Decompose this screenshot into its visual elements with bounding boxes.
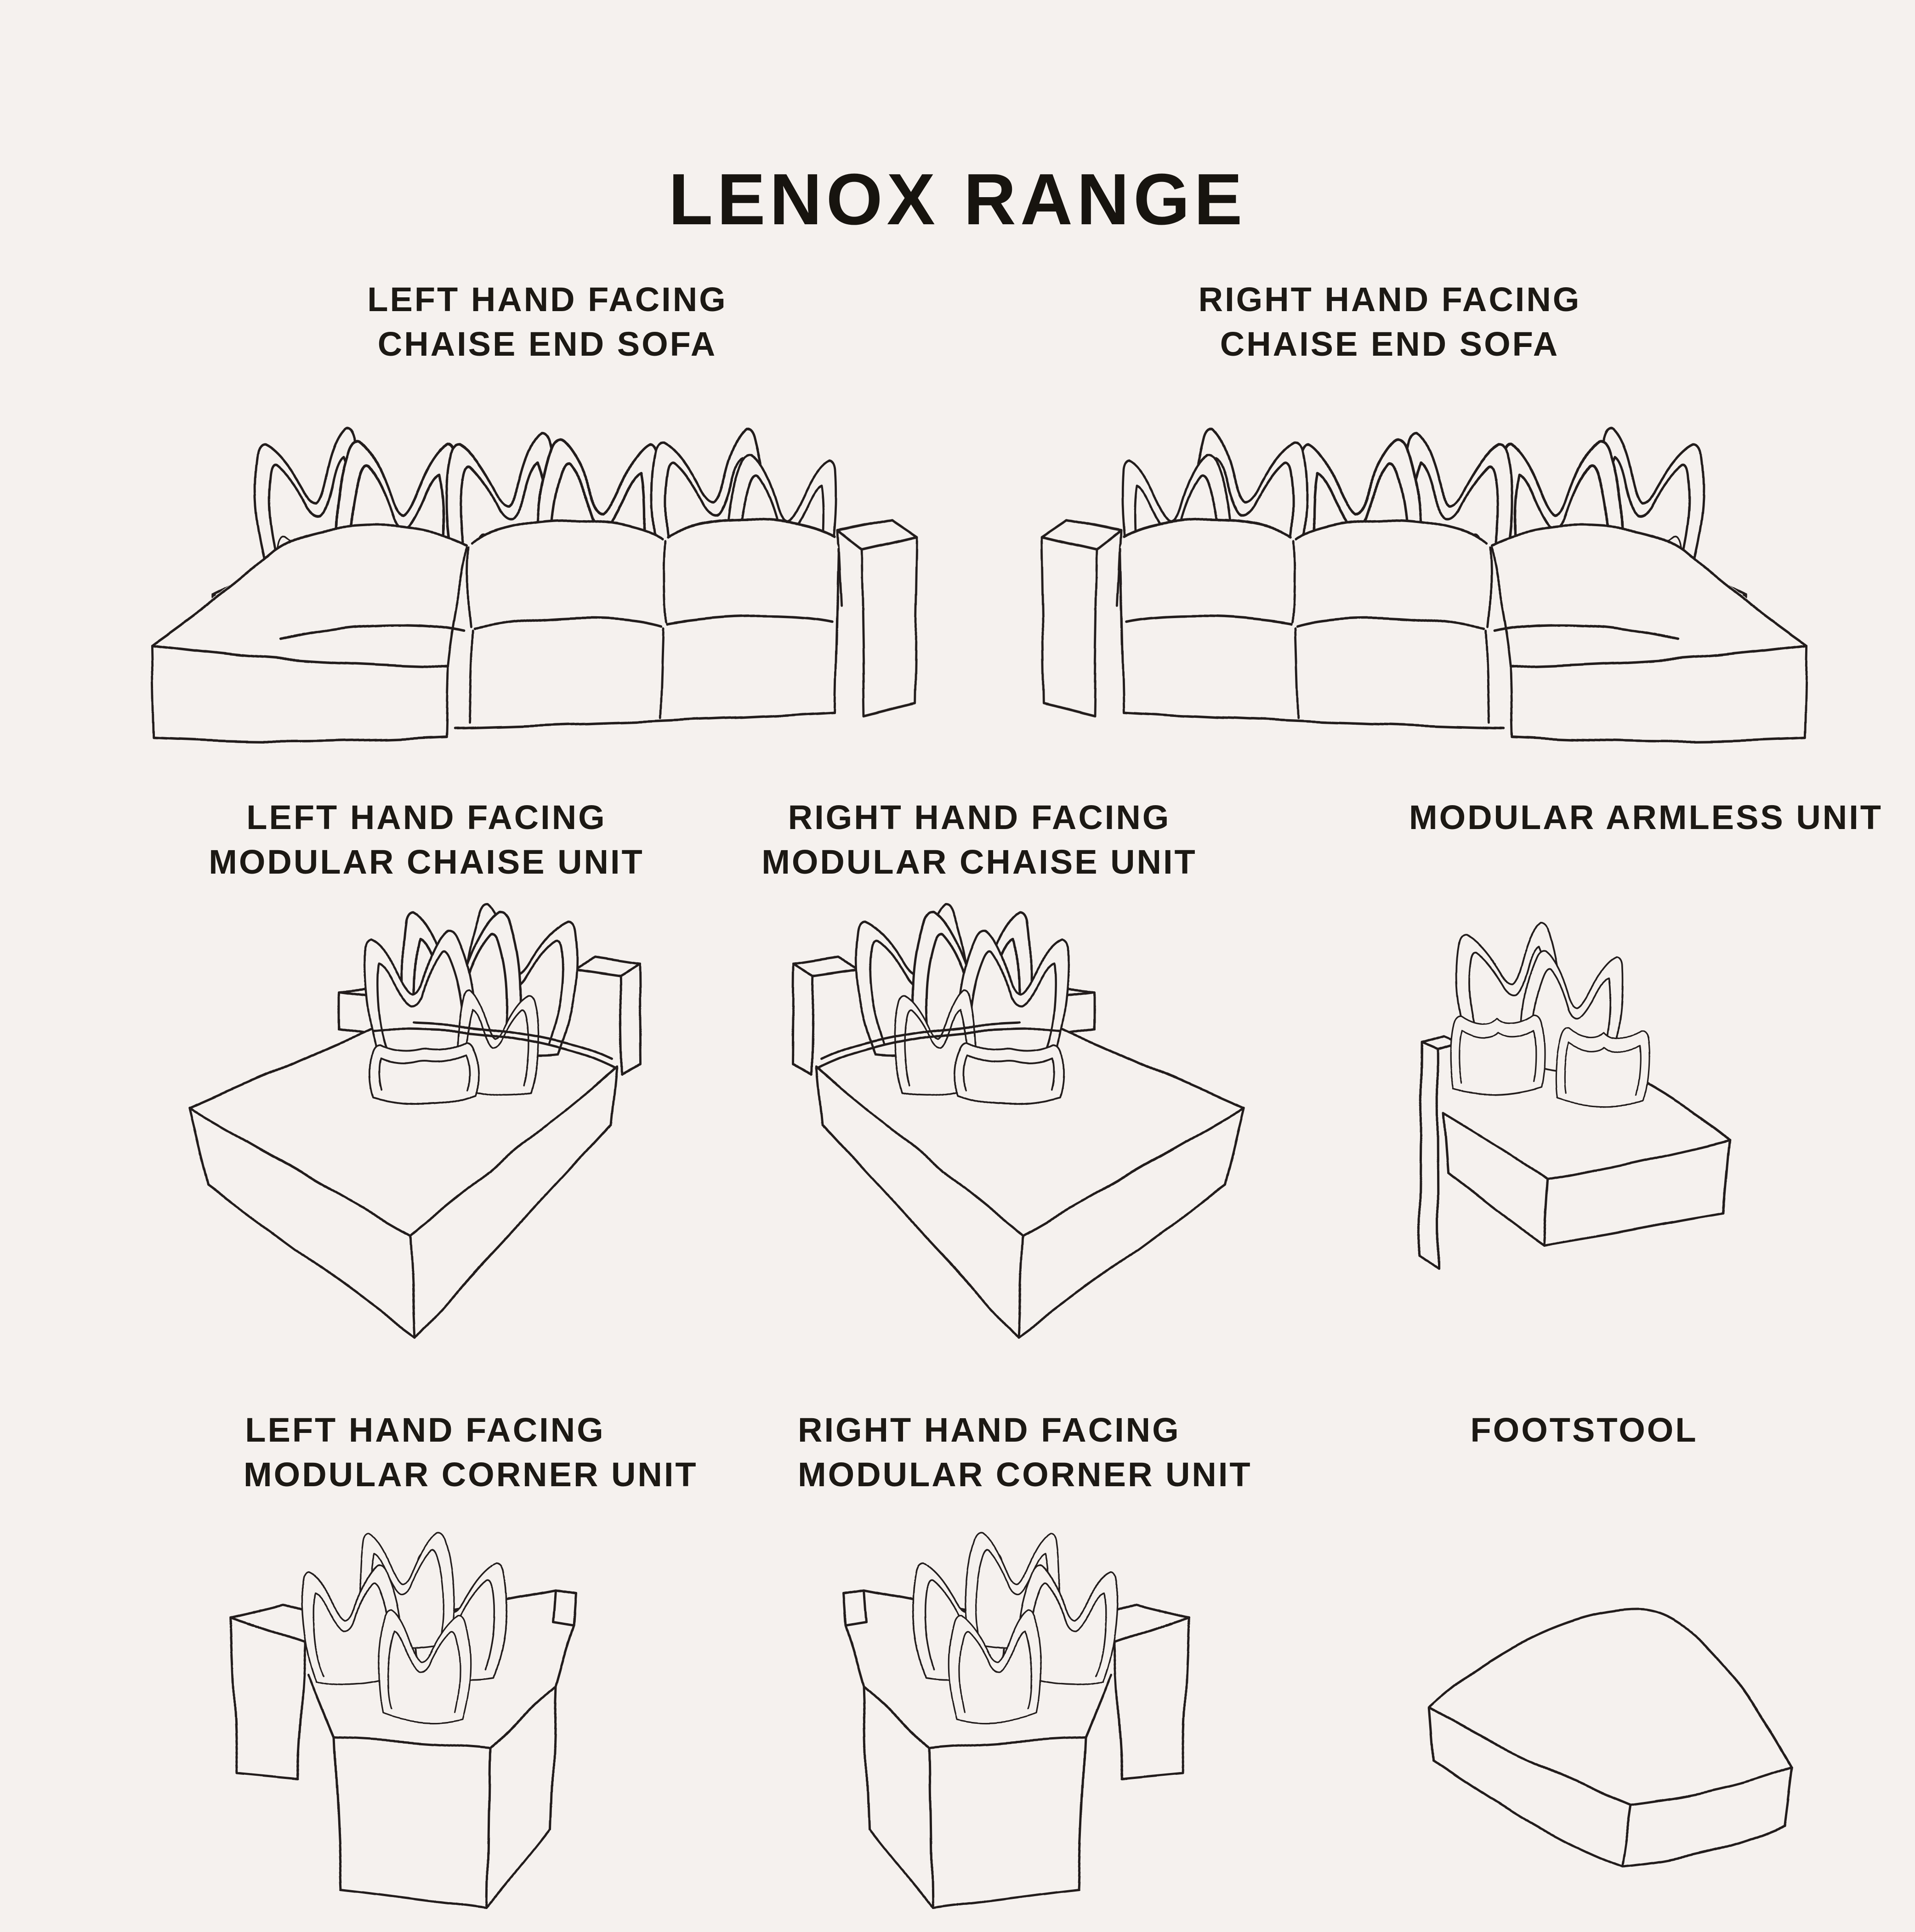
modular-chaise-unit-right-illustration [767, 883, 1291, 1343]
product-label-line2: MODULAR CORNER UNIT [798, 1455, 1252, 1494]
modular-corner-unit-right-illustration [755, 1505, 1261, 1930]
product-label-line2: CHAISE END SOFA [377, 324, 717, 363]
product-label: RIGHT HAND FACING MODULAR CORNER UNIT [798, 1408, 1252, 1497]
product-label: FOOTSTOOL [1403, 1408, 1766, 1453]
product-modular-corner-unit-left: LEFT HAND FACING MODULAR CORNER UNIT [244, 1408, 698, 1932]
footstool-illustration [1424, 1575, 1837, 1872]
product-label-line2: MODULAR CHAISE UNIT [209, 842, 644, 881]
product-footstool: FOOTSTOOL [1403, 1408, 1766, 1868]
product-label-line2: MODULAR CHAISE UNIT [761, 842, 1197, 881]
page-title: LENOX RANGE [668, 159, 1247, 240]
product-label-line1: FOOTSTOOL [1470, 1411, 1698, 1449]
modular-chaise-unit-left-illustration [142, 883, 666, 1343]
product-label-line1: MODULAR ARMLESS UNIT [1409, 798, 1883, 836]
modular-armless-unit-illustration [1373, 880, 1858, 1299]
product-label-line1: RIGHT HAND FACING [1198, 280, 1581, 318]
product-label-line1: LEFT HAND FACING [246, 798, 607, 836]
product-modular-corner-unit-right: RIGHT HAND FACING MODULAR CORNER UNIT [798, 1408, 1252, 1932]
product-label: LEFT HAND FACING MODULAR CHAISE UNIT [165, 796, 688, 885]
product-label: RIGHT HAND FACING MODULAR CHAISE UNIT [717, 796, 1241, 885]
chaise-end-sofa-right-illustration [1023, 381, 1822, 785]
product-label-line1: RIGHT HAND FACING [798, 1411, 1181, 1449]
product-modular-chaise-unit-right: RIGHT HAND FACING MODULAR CHAISE UNIT [717, 796, 1241, 1356]
product-label-line1: RIGHT HAND FACING [788, 798, 1171, 836]
product-modular-chaise-unit-left: LEFT HAND FACING MODULAR CHAISE UNIT [165, 796, 688, 1356]
product-label: MODULAR ARMLESS UNIT [1409, 796, 1883, 840]
modular-corner-unit-left-illustration [159, 1505, 665, 1930]
product-chaise-end-sofa-left: LEFT HAND FACING CHAISE END SOFA [148, 278, 947, 792]
product-label-line1: LEFT HAND FACING [245, 1411, 605, 1449]
chaise-end-sofa-left-illustration [136, 381, 936, 785]
product-label-line1: LEFT HAND FACING [367, 280, 727, 318]
product-label: RIGHT HAND FACING CHAISE END SOFA [990, 278, 1790, 367]
product-label-line2: MODULAR CORNER UNIT [244, 1455, 698, 1494]
product-label-line2: CHAISE END SOFA [1220, 324, 1560, 363]
product-label: LEFT HAND FACING MODULAR CORNER UNIT [244, 1408, 698, 1497]
product-modular-armless-unit: MODULAR ARMLESS UNIT [1409, 796, 1883, 1301]
product-chaise-end-sofa-right: RIGHT HAND FACING CHAISE END SOFA [990, 278, 1790, 792]
product-label: LEFT HAND FACING CHAISE END SOFA [148, 278, 947, 367]
